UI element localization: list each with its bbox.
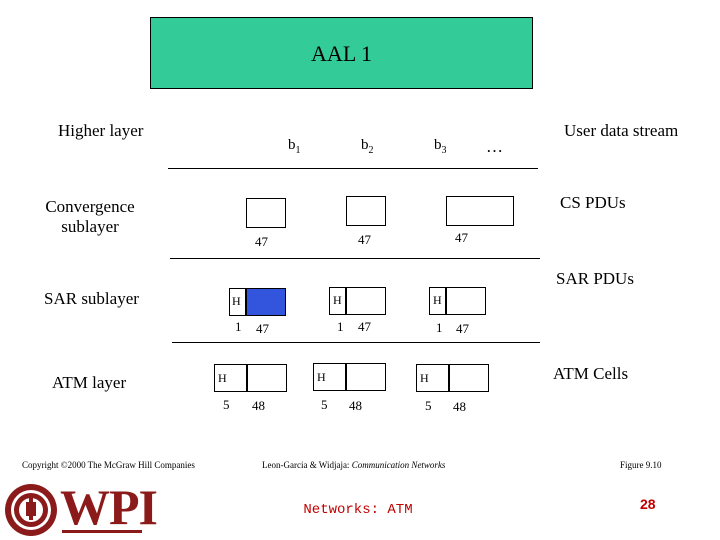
user-block-letter: b xyxy=(434,137,442,153)
wpi-wordmark: WPI xyxy=(60,479,158,535)
cs-pdu-box xyxy=(346,196,386,226)
aal1-title-box: AAL 1 xyxy=(150,17,533,89)
cs-separator xyxy=(170,258,540,259)
user-data-separator xyxy=(168,168,538,169)
atm-payload-size: 48 xyxy=(349,398,362,413)
sar-header-box xyxy=(429,287,446,315)
user-block-letter: b xyxy=(288,137,296,153)
sar-header-box xyxy=(329,287,346,315)
sar-header-label: H xyxy=(333,293,342,307)
user-block-b2: b2 xyxy=(361,138,374,156)
user-block-subscript: 2 xyxy=(368,145,374,156)
cs-pdu-size: 47 xyxy=(358,232,371,247)
cs-pdu-box xyxy=(446,196,514,226)
atm-header-box xyxy=(313,363,346,391)
sar-sublayer-label: SAR sublayer xyxy=(44,289,139,308)
atm-payload-box xyxy=(247,364,287,392)
atm-header-box xyxy=(214,364,247,392)
atm-header-size: 5 xyxy=(425,398,432,413)
atm-payload-box xyxy=(346,363,386,391)
atm-layer-label: ATM layer xyxy=(52,373,127,392)
wpi-logo: WPI xyxy=(4,482,158,538)
user-block-letter: b xyxy=(361,137,369,153)
atm-header-size: 5 xyxy=(321,397,328,412)
user-block-b1: b1 xyxy=(288,138,301,156)
copyright-notice: Copyright ©2000 The McGraw Hill Companie… xyxy=(22,460,195,470)
course-title: Networks: ATM xyxy=(303,502,413,518)
figure-label: Figure 9.10 xyxy=(620,460,662,470)
sar-header-size: 1 xyxy=(235,319,242,334)
citation-title: Communication Networks xyxy=(351,460,446,470)
atm-payload-box xyxy=(449,364,489,392)
sar-payload-box-highlighted xyxy=(246,288,286,316)
sar-payload-box xyxy=(446,287,486,315)
cs-pdu-size: 47 xyxy=(255,234,268,249)
wpi-seal-icon xyxy=(5,484,57,536)
atm-header-label: H xyxy=(317,370,326,384)
sar-header-box xyxy=(229,288,246,316)
citation-authors: Leon-Garcia & Widjaja: xyxy=(262,460,350,470)
cs-pdu-box xyxy=(246,198,286,228)
user-block-b3: b3 xyxy=(434,138,447,156)
page-number: 28 xyxy=(640,496,656,512)
sar-payload-size: 47 xyxy=(256,321,269,336)
citation: Leon-Garcia & Widjaja: Communication Net… xyxy=(262,460,445,470)
atm-header-box xyxy=(416,364,449,392)
sar-separator xyxy=(172,342,540,343)
sar-header-label: H xyxy=(433,293,442,307)
convergence-label-line2: sublayer xyxy=(61,217,119,236)
cs-pdu-size: 47 xyxy=(455,230,468,245)
sar-payload-box xyxy=(346,287,386,315)
sar-header-label: H xyxy=(232,294,241,308)
cs-pdus-label: CS PDUs xyxy=(560,193,626,212)
user-block-subscript: 1 xyxy=(295,145,301,156)
sar-payload-size: 47 xyxy=(358,319,371,334)
atm-header-size: 5 xyxy=(223,397,230,412)
sar-payload-size: 47 xyxy=(456,321,469,336)
user-block-subscript: 3 xyxy=(441,145,447,156)
ellipsis: … xyxy=(486,137,503,156)
higher-layer-label: Higher layer xyxy=(58,121,144,140)
atm-header-label: H xyxy=(218,371,227,385)
sar-pdus-label: SAR PDUs xyxy=(556,269,634,288)
diagram-title: AAL 1 xyxy=(311,41,372,66)
wpi-underline xyxy=(62,530,142,533)
atm-payload-size: 48 xyxy=(252,398,265,413)
atm-cells-label: ATM Cells xyxy=(553,364,629,383)
convergence-label-line1: Convergence xyxy=(45,197,135,216)
sar-header-size: 1 xyxy=(337,319,344,334)
atm-header-label: H xyxy=(420,371,429,385)
atm-payload-size: 48 xyxy=(453,399,466,414)
user-data-stream-label: User data stream xyxy=(564,121,679,140)
sar-header-size: 1 xyxy=(436,320,443,335)
